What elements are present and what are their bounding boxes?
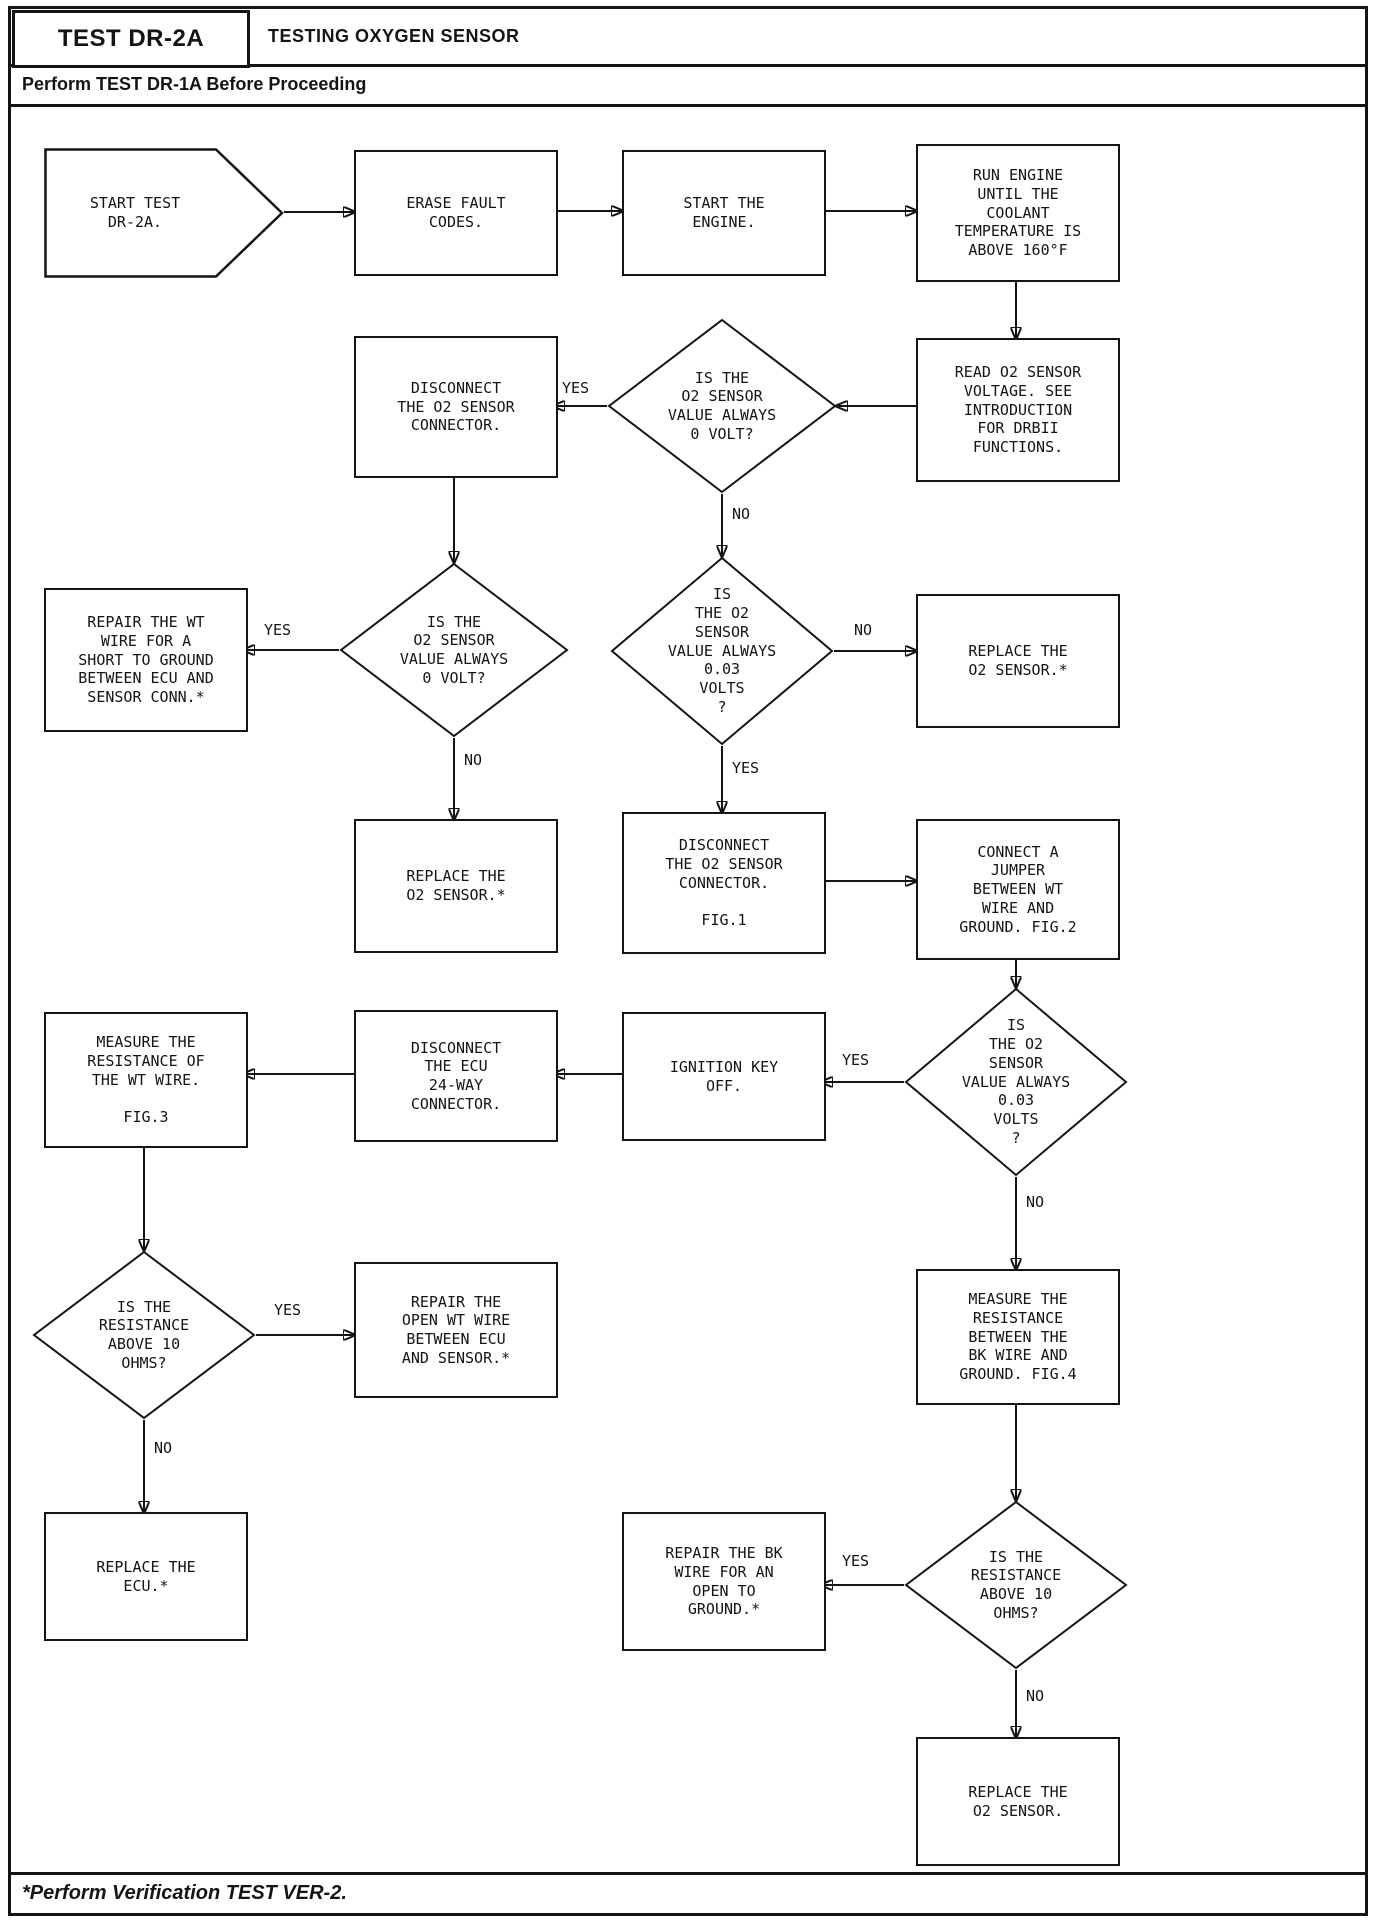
edge-label-d4-yes: YES [840,1051,872,1069]
edge-label-d1-yes: YES [560,379,592,397]
node-run-engine: RUN ENGINE UNTIL THE COOLANT TEMPERATURE… [916,144,1120,282]
edge-label-d4-no: NO [1024,1193,1047,1211]
node-label: RUN ENGINE UNTIL THE COOLANT TEMPERATURE… [954,166,1082,260]
node-label: MEASURE THE RESISTANCE OF THE WT WIRE. F… [87,1033,205,1127]
node-label: IGNITION KEY OFF. [669,1057,779,1095]
node-disconnect-o2-connector-2: DISCONNECT THE O2 SENSOR CONNECTOR. FIG.… [622,812,826,954]
node-replace-ecu: REPLACE THE ECU.* [44,1512,248,1641]
edge-label-d3-no: NO [852,621,875,639]
node-replace-o2-sensor-final: REPLACE THE O2 SENSOR. [916,1737,1120,1866]
diamond-shape [904,1500,1128,1670]
page-title: TESTING OXYGEN SENSOR [268,26,520,46]
decision-o2-always-0v-2: IS THE O2 SENSOR VALUE ALWAYS 0 VOLT? [339,562,569,738]
footer-note: *Perform Verification TEST VER-2. [22,1882,347,1904]
node-label: IS THE O2 SENSOR VALUE ALWAYS 0.03 VOLTS… [667,585,777,716]
edge-label-d5-no: NO [152,1439,175,1457]
edge-label-d6-yes: YES [840,1552,872,1570]
node-label: ERASE FAULT CODES. [406,194,506,231]
node-disconnect-o2-connector-1: DISCONNECT THE O2 SENSOR CONNECTOR. [354,336,558,478]
node-label: DISCONNECT THE O2 SENSOR CONNECTOR. FIG.… [665,836,783,930]
page-border [8,6,1368,1916]
decision-o2-always-003v-1: IS THE O2 SENSOR VALUE ALWAYS 0.03 VOLTS… [610,556,834,746]
diamond-shape [904,987,1128,1177]
node-label: START TEST DR-2A. [89,194,181,231]
node-repair-wt-wire: REPAIR THE WT WIRE FOR A SHORT TO GROUND… [44,588,248,732]
node-repair-open-wt-wire: REPAIR THE OPEN WT WIRE BETWEEN ECU AND … [354,1262,558,1398]
node-replace-o2-sensor-left: REPLACE THE O2 SENSOR.* [354,819,558,953]
node-label: IS THE O2 SENSOR VALUE ALWAYS 0.03 VOLTS… [961,1016,1071,1147]
node-label: READ O2 SENSOR VOLTAGE. SEE INTRODUCTION… [954,363,1082,457]
node-connect-jumper: CONNECT A JUMPER BETWEEN WT WIRE AND GRO… [916,819,1120,960]
node-repair-bk-wire: REPAIR THE BK WIRE FOR AN OPEN TO GROUND… [622,1512,826,1651]
node-start-engine: START THE ENGINE. [622,150,826,276]
diamond-shape [610,556,834,746]
decision-o2-always-0v-1: IS THE O2 SENSOR VALUE ALWAYS 0 VOLT? [607,318,837,494]
edge-label-d1-no: NO [730,505,753,523]
node-replace-o2-sensor-right: REPLACE THE O2 SENSOR.* [916,594,1120,728]
node-label: REPAIR THE OPEN WT WIRE BETWEEN ECU AND … [401,1292,511,1367]
edge-label-d6-no: NO [1024,1687,1047,1705]
decision-resistance-above-10-1: IS THE RESISTANCE ABOVE 10 OHMS? [32,1250,256,1420]
edge-label-d2-yes: YES [262,621,294,639]
node-disconnect-ecu-connector: DISCONNECT THE ECU 24-WAY CONNECTOR. [354,1010,558,1142]
node-label: REPLACE THE O2 SENSOR.* [968,642,1068,679]
edge-label-d2-no: NO [462,751,485,769]
edge-label-d3-yes: YES [730,759,762,777]
node-label: MEASURE THE RESISTANCE BETWEEN THE BK WI… [959,1290,1077,1384]
node-label: IS THE RESISTANCE ABOVE 10 OHMS? [970,1547,1062,1622]
test-id: TEST DR-2A [57,25,205,52]
node-label: DISCONNECT THE ECU 24-WAY CONNECTOR. [410,1038,502,1113]
diamond-shape [607,318,837,494]
node-read-o2-voltage: READ O2 SENSOR VOLTAGE. SEE INTRODUCTION… [916,338,1120,482]
node-label: CONNECT A JUMPER BETWEEN WT WIRE AND GRO… [959,842,1077,936]
decision-o2-always-003v-2: IS THE O2 SENSOR VALUE ALWAYS 0.03 VOLTS… [904,987,1128,1177]
diamond-shape [339,562,569,738]
node-label: REPLACE THE ECU.* [96,1557,196,1595]
node-erase-fault-codes: ERASE FAULT CODES. [354,150,558,276]
node-measure-bk-resistance: MEASURE THE RESISTANCE BETWEEN THE BK WI… [916,1269,1120,1405]
node-label: REPAIR THE BK WIRE FOR AN OPEN TO GROUND… [665,1544,783,1619]
edge-label-d5-yes: YES [272,1301,304,1319]
node-label: IS THE O2 SENSOR VALUE ALWAYS 0 VOLT? [667,368,777,443]
test-id-box: TEST DR-2A [12,10,250,68]
node-label: REPLACE THE O2 SENSOR. [968,1782,1068,1820]
node-measure-wt-resistance: MEASURE THE RESISTANCE OF THE WT WIRE. F… [44,1012,248,1148]
diamond-shape [32,1250,256,1420]
page-subtitle: Perform TEST DR-1A Before Proceeding [22,74,367,94]
node-label: REPAIR THE WT WIRE FOR A SHORT TO GROUND… [78,613,214,707]
header-divider [8,64,1368,67]
node-start-test: START TEST DR-2A. [44,148,284,278]
decision-resistance-above-10-2: IS THE RESISTANCE ABOVE 10 OHMS? [904,1500,1128,1670]
subtitle-divider [8,104,1368,107]
node-label: IS THE RESISTANCE ABOVE 10 OHMS? [98,1297,190,1372]
node-label: DISCONNECT THE O2 SENSOR CONNECTOR. [397,378,515,435]
node-label: START THE ENGINE. [683,194,765,231]
node-ignition-key-off: IGNITION KEY OFF. [622,1012,826,1141]
node-label: IS THE O2 SENSOR VALUE ALWAYS 0 VOLT? [399,612,509,687]
footer-divider [8,1872,1368,1875]
node-label: REPLACE THE O2 SENSOR.* [406,867,506,904]
start-arrow-shape [44,148,284,278]
